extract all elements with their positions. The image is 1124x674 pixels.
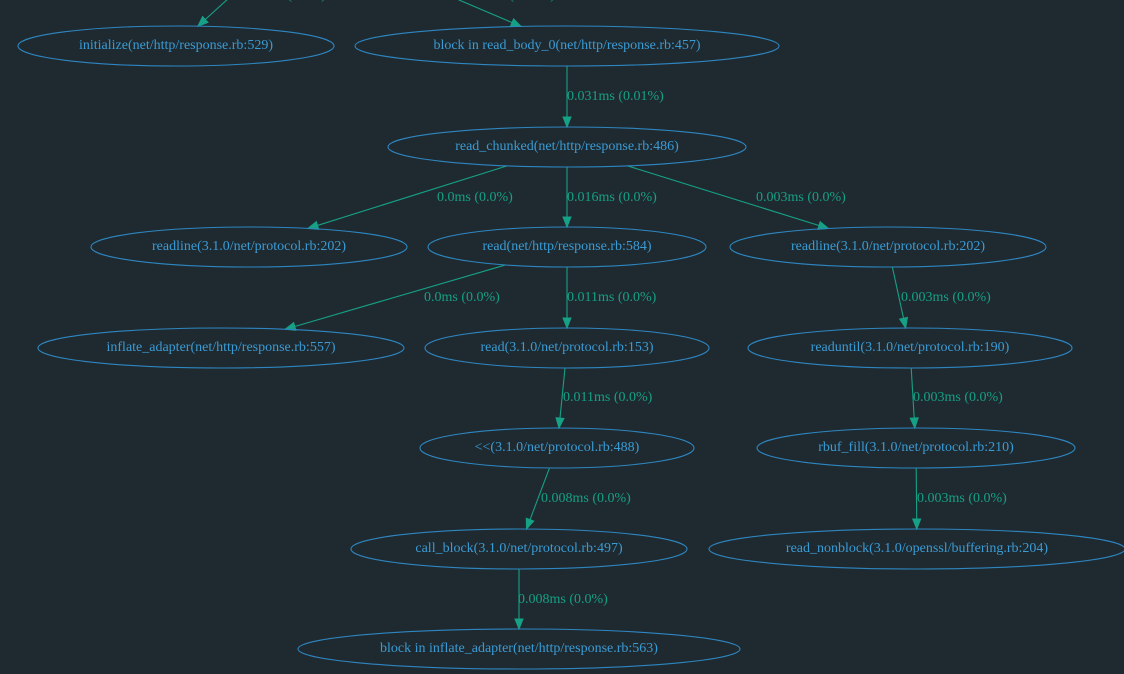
edge-line — [457, 0, 513, 24]
node-read-153[interactable]: read(3.1.0/net/protocol.rb:153) — [424, 327, 710, 369]
edge-n_readline_r-to-n_readuntil: 0.003ms (0.0%) — [891, 266, 991, 330]
edge-n_readuntil-to-n_rbuf_fill: 0.003ms (0.0%) — [909, 367, 1003, 430]
node-ellipse — [17, 25, 335, 67]
edge-label: 0.0ms (0.0%) — [424, 290, 500, 305]
edge-line — [627, 165, 820, 227]
arrowhead-icon — [514, 618, 524, 631]
node-ellipse — [729, 226, 1047, 268]
edge-label: 0.031ms (0.01%) — [567, 89, 664, 104]
node-ellipse — [387, 126, 747, 168]
node-call-block[interactable]: call_block(3.1.0/net/protocol.rb:497) — [350, 528, 688, 570]
arrowhead-icon — [555, 417, 565, 430]
edge-label: 0.008ms (0.0%) — [518, 592, 608, 607]
node-label: readline(3.1.0/net/protocol.rb:202) — [152, 239, 346, 254]
arrowhead-icon — [909, 417, 919, 430]
edge-line — [910, 367, 915, 419]
node-read-chunked[interactable]: read_chunked(net/http/response.rb:486) — [387, 126, 747, 168]
node-readuntil[interactable]: readuntil(3.1.0/net/protocol.rb:190) — [747, 327, 1073, 369]
edge-line — [915, 467, 918, 520]
node-label: rbuf_fill(3.1.0/net/protocol.rb:210) — [818, 440, 1014, 455]
edge-label: 0.0ms (0.0%) — [250, 0, 326, 3]
edge-n_read_584-to-n_read_153: 0.011ms (0.0%) — [562, 267, 657, 330]
arrowhead-icon — [196, 15, 209, 28]
node-label: initialize(net/http/response.rb:529) — [79, 38, 273, 53]
edge-line — [294, 264, 506, 327]
edge-n_rbuf_fill-to-n_read_nonblock: 0.003ms (0.0%) — [911, 467, 1007, 531]
edge-label: 0.011ms (0.0%) — [567, 290, 657, 305]
edge-label: 0.003ms (0.0%) — [756, 190, 846, 205]
node-ellipse — [756, 427, 1076, 469]
edge-label: 0.011ms (0.0%) — [563, 390, 653, 405]
edge-line — [204, 0, 228, 20]
edge-label: 0.003ms (0.0%) — [917, 491, 1007, 506]
arrowhead-icon — [509, 17, 523, 28]
node-ellipse — [424, 327, 710, 369]
edge-label: 0.031ms (0.01%) — [458, 0, 555, 3]
node-block-read[interactable]: block in read_body_0(net/http/response.r… — [354, 25, 780, 67]
node-label: inflate_adapter(net/http/response.rb:557… — [107, 340, 336, 355]
edge-top_left-to-n_init: 0.0ms (0.0%) — [196, 0, 326, 28]
node-ellipse — [419, 427, 695, 469]
node-ellipse — [37, 327, 405, 369]
edge-n_read_chunked-to-n_read_584: 0.016ms (0.0%) — [562, 167, 657, 229]
node-ellipse — [708, 528, 1124, 570]
node-block-inflate[interactable]: block in inflate_adapter(net/http/respon… — [297, 628, 741, 670]
node-ellipse — [427, 226, 707, 268]
node-label: read_nonblock(3.1.0/openssl/buffering.rb… — [786, 541, 1049, 556]
node-label: block in read_body_0(net/http/response.r… — [433, 38, 700, 53]
node-label: read(3.1.0/net/protocol.rb:153) — [480, 340, 653, 355]
edge-n_ltlt-to-n_call_block: 0.008ms (0.0%) — [525, 467, 631, 531]
node-readline-r[interactable]: readline(3.1.0/net/protocol.rb:202) — [729, 226, 1047, 268]
arrowhead-icon — [562, 116, 572, 129]
node-rbuf-fill[interactable]: rbuf_fill(3.1.0/net/protocol.rb:210) — [756, 427, 1076, 469]
node-label: <<(3.1.0/net/protocol.rb:488) — [475, 440, 640, 455]
node-init[interactable]: initialize(net/http/response.rb:529) — [17, 25, 335, 67]
node-ellipse — [350, 528, 688, 570]
node-label: readuntil(3.1.0/net/protocol.rb:190) — [811, 340, 1010, 355]
arrowhead-icon — [898, 316, 909, 330]
edge-n_read_153-to-n_ltlt: 0.011ms (0.0%) — [555, 367, 653, 430]
arrowhead-icon — [562, 216, 572, 229]
node-label: read(net/http/response.rb:584) — [482, 239, 651, 254]
edge-n_read_chunked-to-n_readline_r: 0.003ms (0.0%) — [627, 165, 846, 230]
node-label: block in inflate_adapter(net/http/respon… — [380, 641, 658, 656]
edge-label: 0.0ms (0.0%) — [437, 190, 513, 205]
node-ellipse — [297, 628, 741, 670]
edge-n_call_block-to-n_block_inflate: 0.008ms (0.0%) — [514, 569, 608, 631]
edge-n_read_584-to-n_inflate: 0.0ms (0.0%) — [283, 264, 506, 331]
node-ellipse — [354, 25, 780, 67]
edge-line — [529, 467, 551, 520]
node-inflate[interactable]: inflate_adapter(net/http/response.rb:557… — [37, 327, 405, 369]
node-label: readline(3.1.0/net/protocol.rb:202) — [791, 239, 985, 254]
node-ltlt[interactable]: <<(3.1.0/net/protocol.rb:488) — [419, 427, 695, 469]
node-read-nonblock[interactable]: read_nonblock(3.1.0/openssl/buffering.rb… — [708, 528, 1124, 570]
node-label: call_block(3.1.0/net/protocol.rb:497) — [415, 541, 623, 556]
node-readline-l[interactable]: readline(3.1.0/net/protocol.rb:202) — [90, 226, 408, 268]
edge-line — [559, 367, 566, 419]
arrowhead-icon — [525, 517, 535, 531]
node-ellipse — [90, 226, 408, 268]
edge-n_read_chunked-to-n_readline_l: 0.0ms (0.0%) — [306, 165, 513, 230]
edge-line — [891, 266, 905, 319]
edge-label: 0.016ms (0.0%) — [567, 190, 657, 205]
arrowhead-icon — [911, 518, 922, 531]
node-label: read_chunked(net/http/response.rb:486) — [455, 139, 679, 154]
edge-label: 0.003ms (0.0%) — [901, 290, 991, 305]
edge-top_mid-to-n_block_read: 0.031ms (0.01%) — [457, 0, 555, 28]
edge-label: 0.003ms (0.0%) — [913, 390, 1003, 405]
edge-label: 0.008ms (0.0%) — [541, 491, 631, 506]
arrowhead-icon — [562, 317, 572, 330]
edge-line — [317, 165, 508, 226]
node-read-584[interactable]: read(net/http/response.rb:584) — [427, 226, 707, 268]
edge-n_block_read-to-n_read_chunked: 0.031ms (0.01%) — [562, 66, 664, 129]
node-ellipse — [747, 327, 1073, 369]
